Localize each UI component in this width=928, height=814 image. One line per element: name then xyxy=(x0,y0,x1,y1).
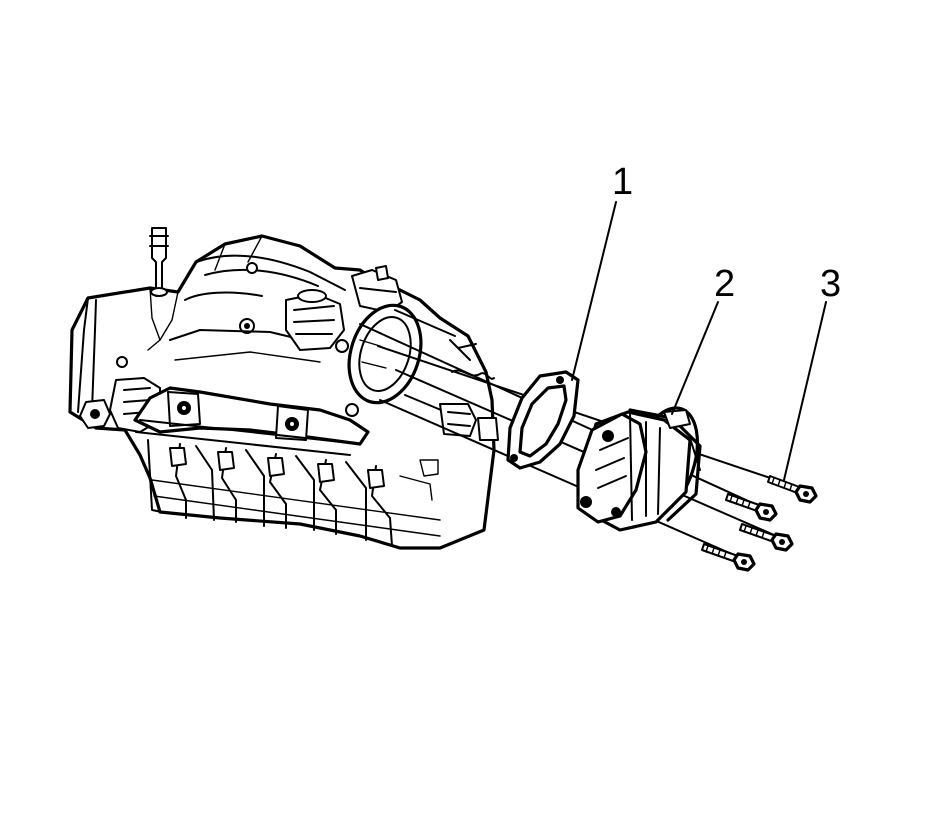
intake-runners xyxy=(147,439,441,547)
callout-3: 3 xyxy=(820,263,841,305)
bolt-4 xyxy=(701,543,756,572)
intake-manifold xyxy=(68,227,499,550)
manifold-throttle-bore xyxy=(335,303,466,421)
callout-1: 1 xyxy=(612,161,633,203)
throttle-body-gasket xyxy=(506,370,580,470)
callout-2: 2 xyxy=(714,263,735,305)
bolt-3 xyxy=(739,523,794,552)
throttle-body xyxy=(576,406,702,532)
bolt-1 xyxy=(767,475,818,504)
throttle-body-bolts xyxy=(701,475,818,572)
leader-lines xyxy=(571,201,827,481)
bolt-2 xyxy=(725,493,778,522)
